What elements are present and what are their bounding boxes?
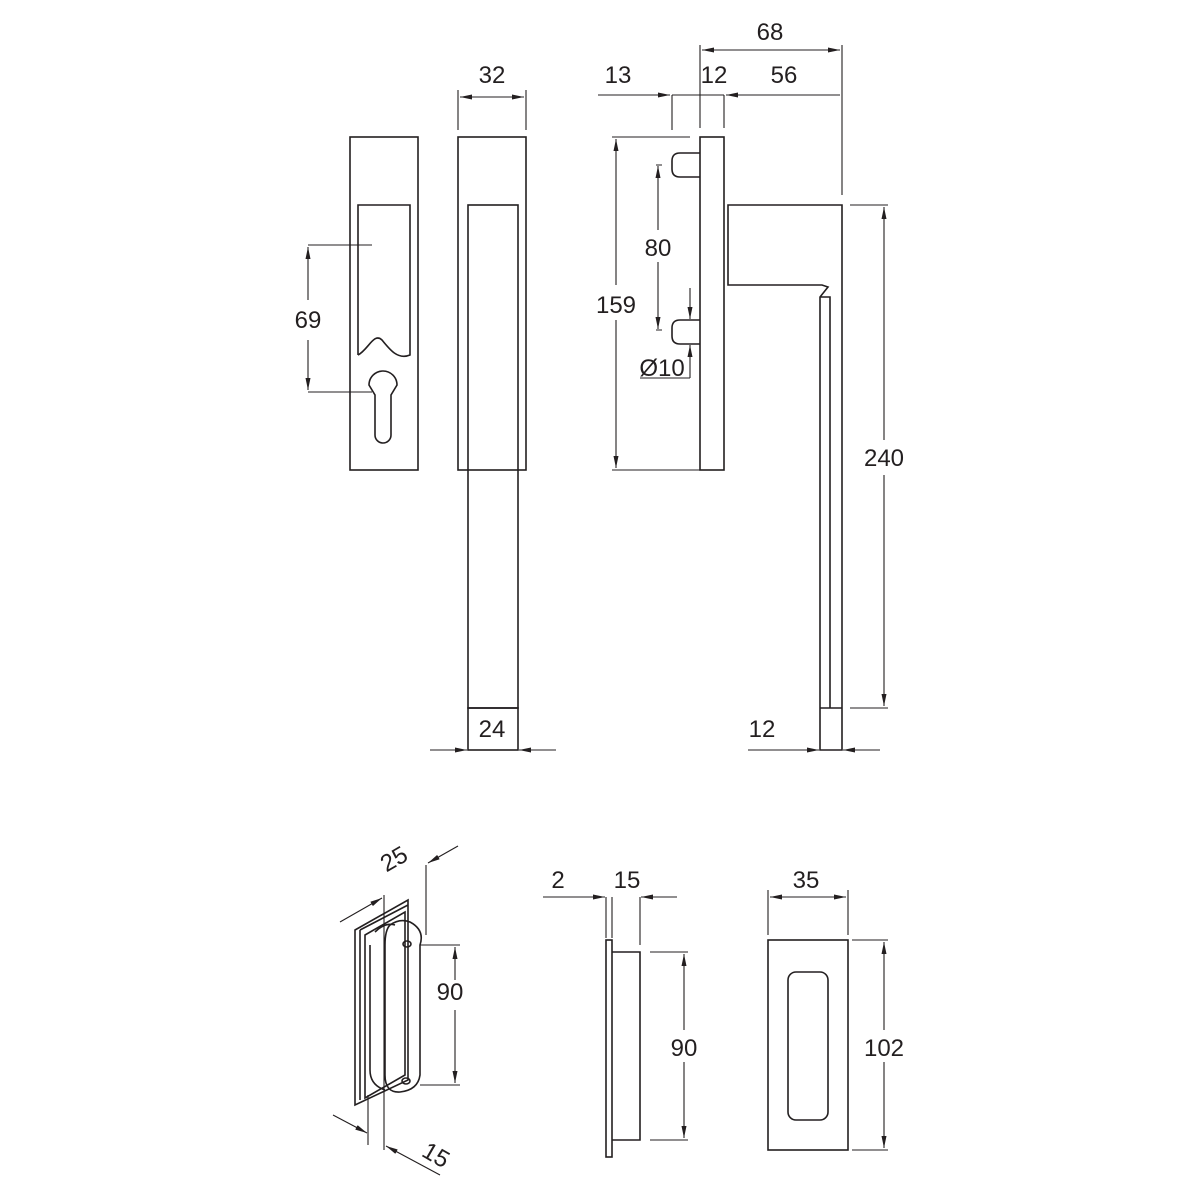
- dim-240: 240: [864, 445, 904, 472]
- dim-80: 80: [645, 235, 672, 262]
- dim-159: 159: [596, 292, 636, 319]
- dim-69: 69: [295, 307, 322, 334]
- dim-90-side: 90: [671, 1035, 698, 1062]
- dim-56: 56: [771, 62, 798, 89]
- dim-15-side: 15: [614, 867, 641, 894]
- dim-68: 68: [757, 19, 784, 46]
- dim-diameter-10: Ø10: [639, 355, 684, 382]
- flush-pull-isometric: 25 90 15: [332, 841, 464, 1176]
- dim-90-iso: 90: [437, 979, 464, 1006]
- flush-pull-side: 2 15 90: [543, 867, 698, 1158]
- dim-15-iso: 15: [417, 1137, 454, 1174]
- front-view-escutcheon: 69: [295, 136, 419, 471]
- dim-25: 25: [376, 841, 413, 878]
- dim-24: 24: [479, 716, 506, 743]
- flush-pull-front: 35 102: [767, 867, 904, 1151]
- dim-13: 13: [605, 62, 632, 89]
- dim-2: 2: [551, 867, 564, 894]
- dim-32: 32: [479, 62, 506, 89]
- side-view-handle-b: 68 13 12 56 159 80 Ø10 240 12: [596, 19, 904, 753]
- dim-35: 35: [793, 867, 820, 894]
- side-view-handle-a: 32 24: [430, 62, 556, 753]
- dim-12-handle: 12: [749, 716, 776, 743]
- dim-102: 102: [864, 1035, 904, 1062]
- dim-12-plate: 12: [701, 62, 728, 89]
